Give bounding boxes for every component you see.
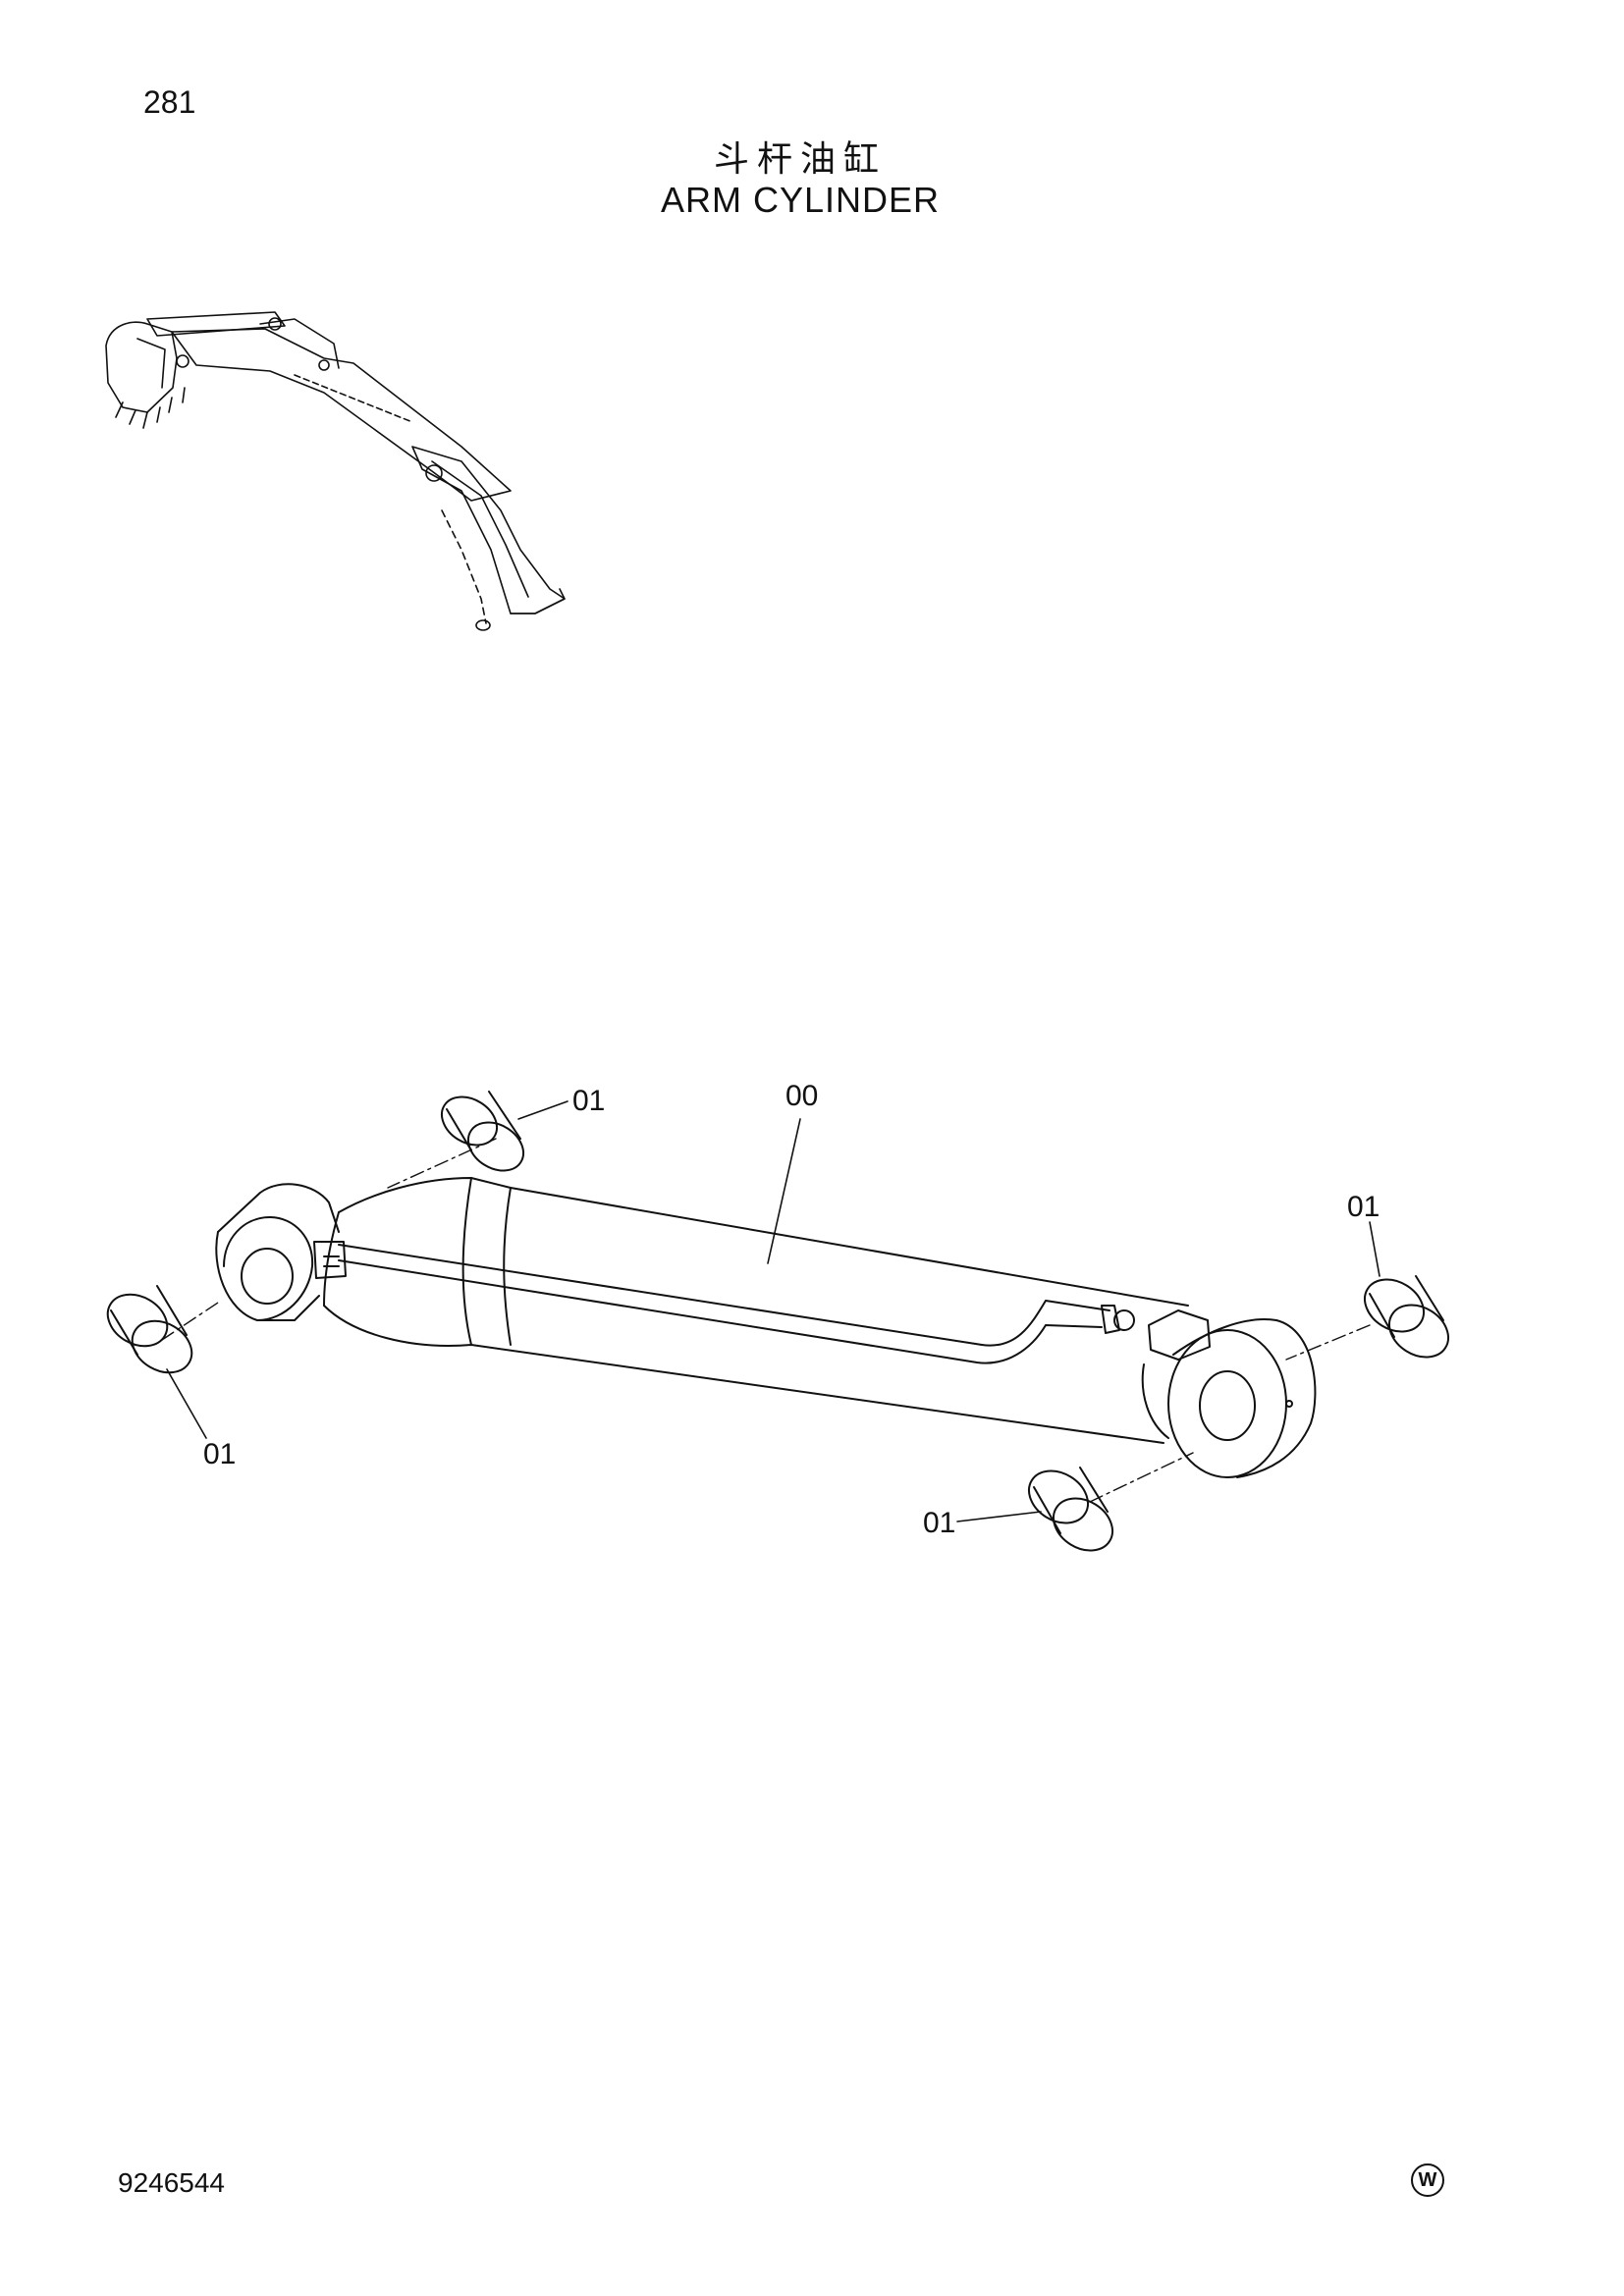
arm-cylinder-assembly	[215, 1177, 1317, 1478]
title-chinese: 斗杆油缸	[713, 139, 887, 180]
center-lines	[161, 1138, 1371, 1503]
excavator-arm-sketch	[105, 311, 566, 631]
callout-bushing-top-right: 01	[1347, 1191, 1380, 1223]
document-number: 9246544	[118, 2167, 226, 2198]
page-number: 281	[143, 84, 196, 120]
callout-bushing-bottom-right: 01	[923, 1507, 956, 1539]
leader-lines	[166, 1100, 1380, 1522]
registered-mark: W	[1411, 2163, 1444, 2197]
title-english: ARM CYLINDER	[660, 180, 941, 220]
callout-arm-cylinder: 00	[785, 1080, 819, 1112]
bushing-bottom-right	[1028, 1467, 1113, 1552]
bushing-top-left	[441, 1091, 524, 1172]
bushing-top-right	[1364, 1275, 1449, 1359]
bushing-bottom-left	[106, 1285, 193, 1374]
callout-bushing-top-left: 01	[572, 1085, 606, 1117]
callout-bushing-bottom-left: 01	[203, 1438, 237, 1470]
